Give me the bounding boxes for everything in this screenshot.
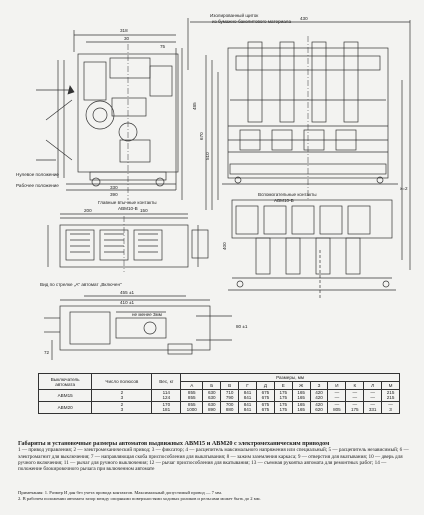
plug-contacts-view	[47, 213, 209, 268]
col-header: Л	[363, 381, 383, 390]
label-main-contacts: Главные втычные контакты	[98, 200, 157, 205]
label-zero-position: Нулевое положение	[16, 172, 59, 177]
dim-cell: 710 790	[220, 389, 240, 402]
caption-body: 1 — привод управления; 2 — электромехани…	[18, 447, 409, 473]
dim-30: 30	[124, 36, 130, 41]
dim-cell: 420 620	[309, 400, 329, 414]
dim-200: 200	[84, 208, 92, 213]
label-view-a: Вид по стрелке „А" автомат „Включен"	[40, 282, 122, 287]
notes: Примечания: 1. Размер И дан без учета пр…	[18, 490, 410, 502]
weight-cell: 114 124	[151, 389, 182, 402]
dim-cell: — 331	[363, 400, 383, 414]
col-header: В	[220, 381, 240, 390]
dim-80: 80 ±1	[236, 324, 248, 329]
caption-title: Габариты и установочные размеры автомато…	[18, 440, 330, 447]
label-removed2: из бумажно-бакелитового материала	[212, 19, 291, 24]
note-2: 2. В рабочем положении автомата зазор ме…	[18, 496, 261, 501]
dim-cell: 215 215	[381, 389, 400, 402]
dim-cell: 841 841	[238, 400, 257, 414]
label-not-less: не менее 3мм	[132, 312, 162, 317]
dim-430: 430	[300, 16, 308, 21]
view-a	[44, 295, 232, 360]
dim-cell: — 3	[381, 400, 400, 414]
dim-75: 75	[160, 44, 166, 49]
figure-caption: Габариты и установочные размеры автомато…	[18, 440, 410, 473]
col-header: Г	[238, 381, 257, 390]
dim-cell: 165 165	[291, 389, 311, 402]
dim-455: 455 ±1	[120, 290, 134, 295]
dim-670: 670	[199, 132, 204, 140]
dim-cell: 630 630	[202, 389, 222, 402]
dimensions-top	[66, 18, 411, 270]
dim-150: 150	[140, 208, 148, 213]
dim-cell: 675 675	[255, 389, 275, 402]
col-header: М	[381, 381, 400, 390]
center-lines	[123, 36, 309, 272]
dim-72: 72	[44, 350, 50, 355]
dim-cell: — 805	[327, 400, 347, 414]
dim-cell: — 175	[345, 400, 365, 414]
dim-318: 318	[120, 28, 128, 33]
rear-contacts-view	[228, 199, 396, 300]
dim-330: 330	[110, 185, 118, 190]
label-removed: Изолированный щиток	[210, 12, 259, 18]
dim-410: 410 ±1	[120, 300, 134, 305]
header-dims: Размеры, мм	[180, 373, 400, 382]
device-name: АВМ20	[37, 400, 93, 414]
note-1: Примечания: 1. Размер И дан без учета пр…	[18, 490, 223, 495]
col-header: К	[345, 381, 365, 390]
label-aux-contacts2: АВМ10-В	[274, 198, 294, 203]
label-main-contacts2: АВМ10-В	[118, 206, 138, 211]
dim-cell: 175 175	[273, 389, 293, 402]
dim-x: x=2	[400, 186, 408, 191]
label-aux-contacts: Вспомогательные контакты	[258, 192, 317, 197]
dim-390: 390	[110, 192, 118, 197]
col-header: Д	[255, 381, 275, 390]
weight-cell: 170 181	[151, 400, 182, 414]
header-weight: Вес, кг	[151, 373, 182, 390]
dim-cell: 630 890	[202, 400, 222, 414]
dim-cell: 855 1000	[180, 400, 204, 414]
header-poles: Число полюсов	[91, 373, 153, 390]
col-header: И	[327, 381, 347, 390]
dim-cell: 855 855	[180, 389, 204, 402]
dim-cell: 420 420	[309, 389, 329, 402]
col-header: Ж	[291, 381, 311, 390]
dim-cell: 175 175	[273, 400, 293, 414]
poles-cell: 2 3	[91, 400, 153, 414]
dim-cell: — —	[345, 389, 365, 402]
dim-cell: — —	[327, 389, 347, 402]
dim-cell: 700 880	[220, 400, 240, 414]
label-working-position: Рабочее положение	[16, 183, 59, 188]
dim-510: 510	[205, 152, 210, 160]
front-view	[222, 41, 398, 185]
dim-cell: — —	[363, 389, 383, 402]
dim-cell: 165 165	[291, 400, 311, 414]
dim-cell: 675 675	[255, 400, 275, 414]
device-name: АВМ15	[37, 389, 93, 402]
poles-cell: 2 3	[91, 389, 153, 402]
col-header: Б	[202, 381, 222, 390]
dim-400: 400	[222, 242, 227, 250]
dim-cell: 841 841	[238, 389, 257, 402]
col-header: З	[309, 381, 329, 390]
dim-485: 485	[192, 102, 197, 110]
col-header: Е	[273, 381, 293, 390]
side-view	[36, 48, 183, 200]
col-header: A	[180, 381, 204, 390]
